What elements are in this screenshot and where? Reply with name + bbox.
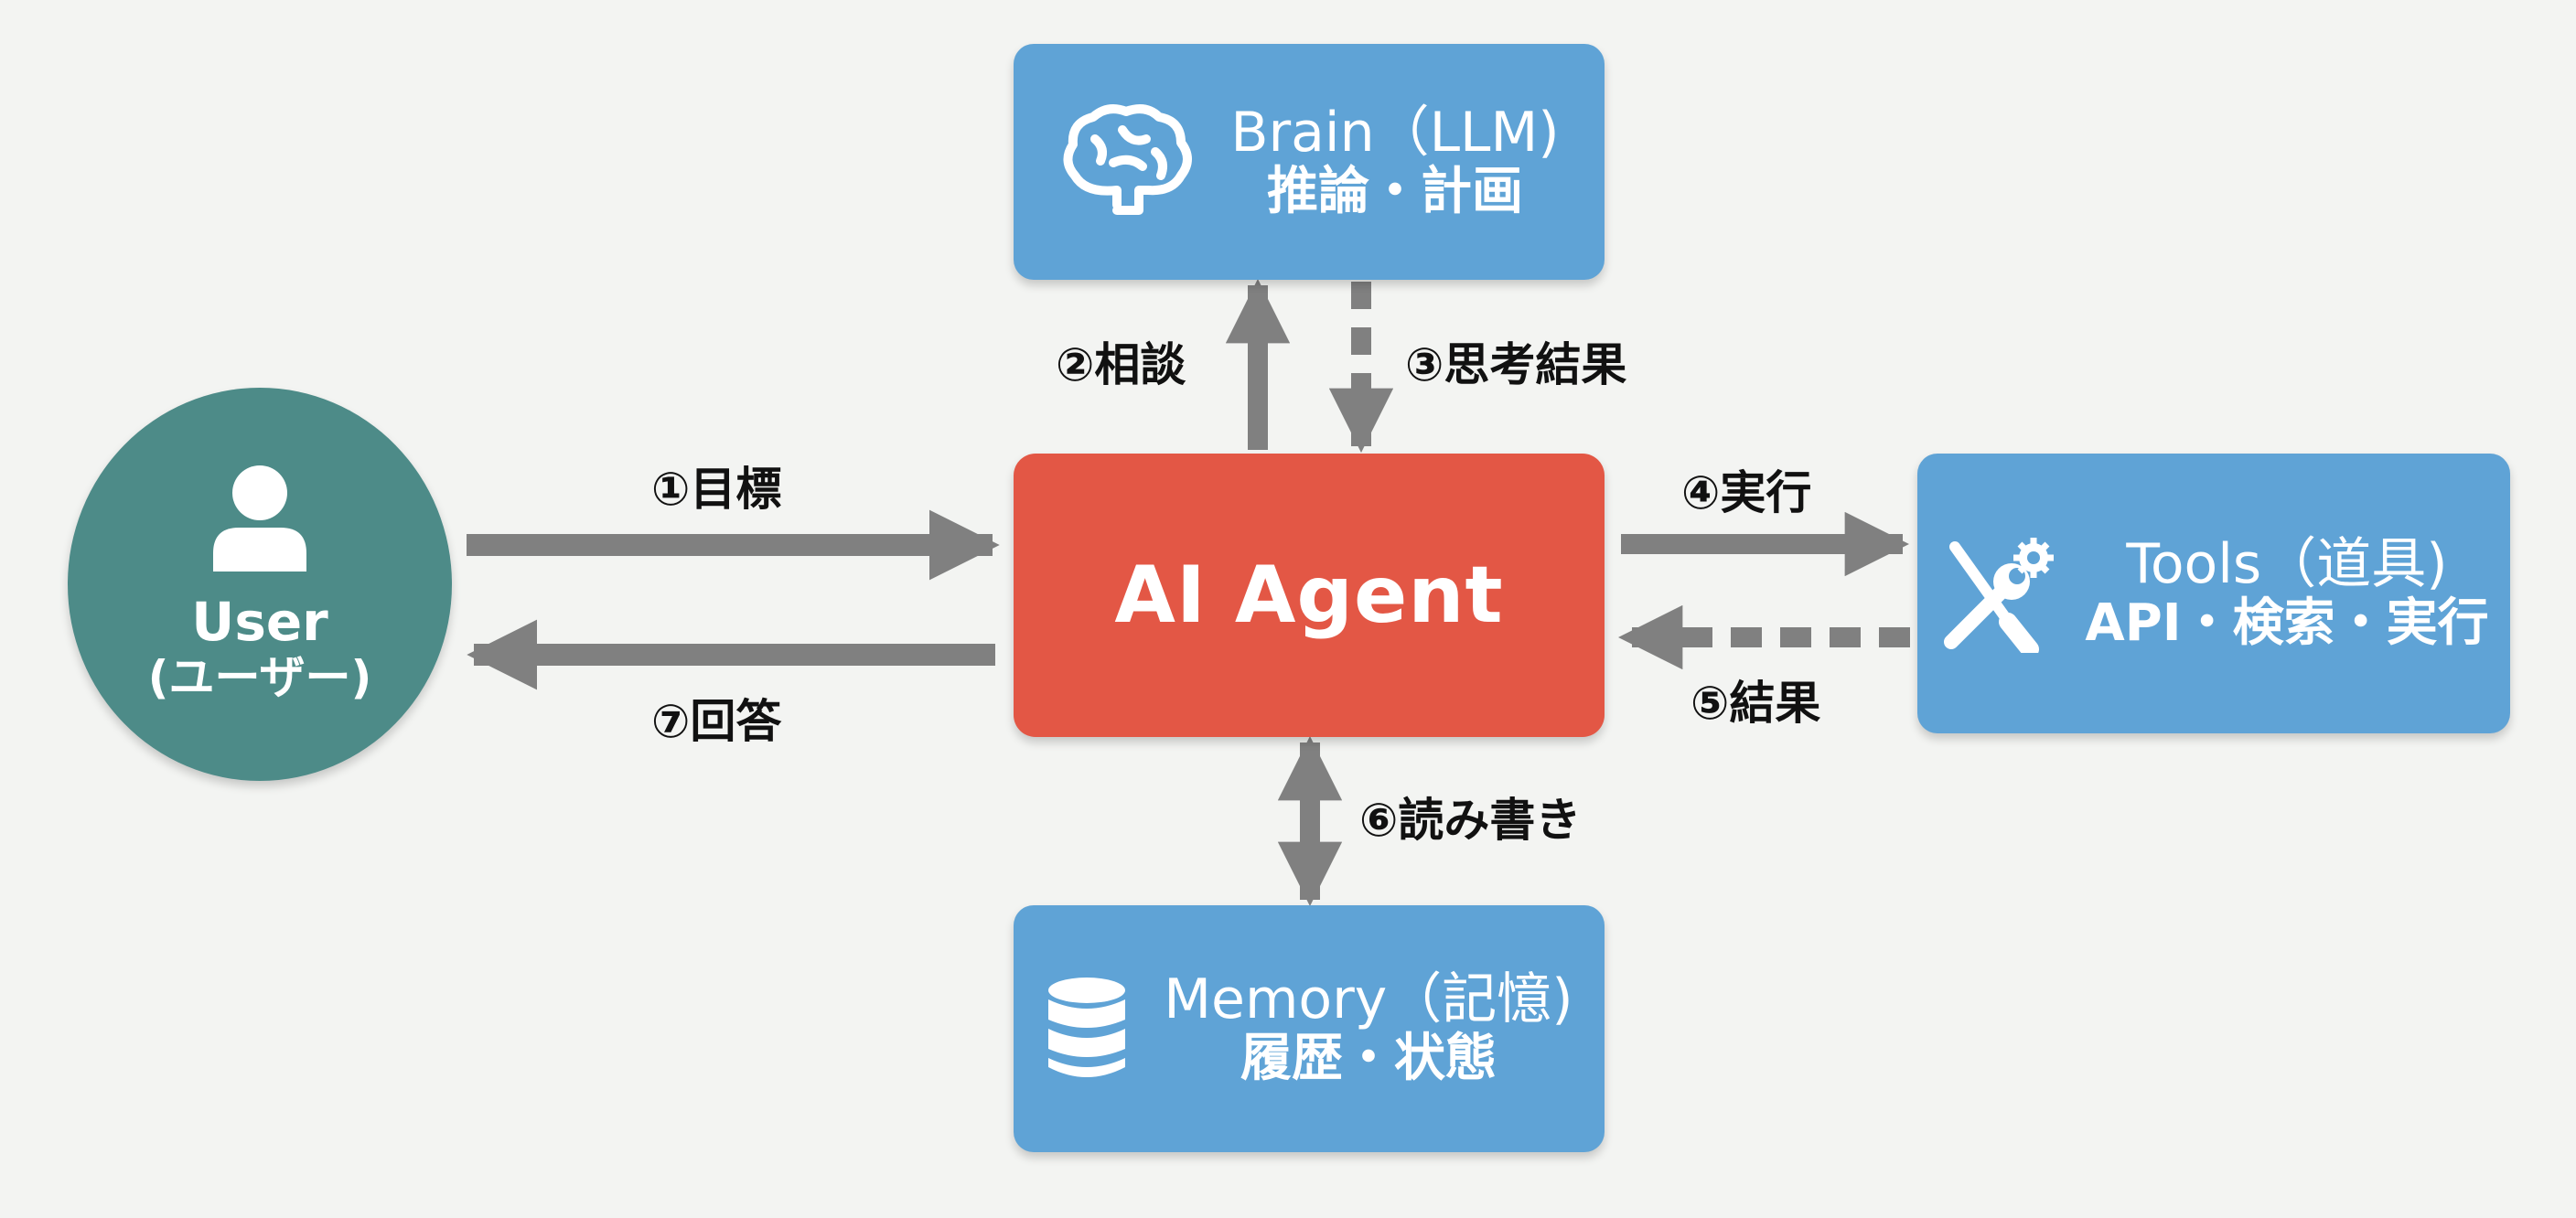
edge-goal-label: ①目標 bbox=[651, 463, 782, 516]
edge-consult-label: ②相談 bbox=[1056, 338, 1186, 391]
memory-node: Memory（記憶) 履歴・状態 bbox=[1014, 905, 1605, 1152]
tools-subtitle: API・検索・実行 bbox=[2085, 593, 2489, 654]
memory-title: Memory（記憶) bbox=[1164, 967, 1573, 1032]
user-node: User (ユーザー) bbox=[68, 388, 452, 781]
brain-icon bbox=[1058, 102, 1196, 221]
edge-thought-label: ③思考結果 bbox=[1405, 338, 1627, 391]
edge-readwrite-label: ⑥読み書き bbox=[1359, 794, 1582, 847]
brain-node: Brain（LLM) 推論・計画 bbox=[1014, 44, 1605, 280]
agent-title: AI Agent bbox=[1114, 550, 1504, 641]
edge-answer-label: ⑦回答 bbox=[651, 695, 782, 748]
user-title: User bbox=[191, 591, 328, 654]
memory-subtitle: 履歴・状態 bbox=[1240, 1029, 1497, 1089]
person-icon bbox=[209, 464, 310, 577]
database-icon bbox=[1045, 976, 1129, 1082]
tools-node: Tools（道具) API・検索・実行 bbox=[1917, 454, 2510, 733]
edge-execute-label: ④実行 bbox=[1681, 466, 1812, 519]
brain-title: Brain（LLM) bbox=[1230, 101, 1560, 166]
agent-node: AI Agent bbox=[1014, 454, 1605, 737]
brain-subtitle: 推論・計画 bbox=[1266, 162, 1523, 222]
tools-icon bbox=[1938, 534, 2057, 653]
user-subtitle: (ユーザー) bbox=[147, 651, 372, 705]
edge-result-label: ⑤結果 bbox=[1690, 677, 1821, 730]
tools-title: Tools（道具) bbox=[2126, 532, 2448, 597]
